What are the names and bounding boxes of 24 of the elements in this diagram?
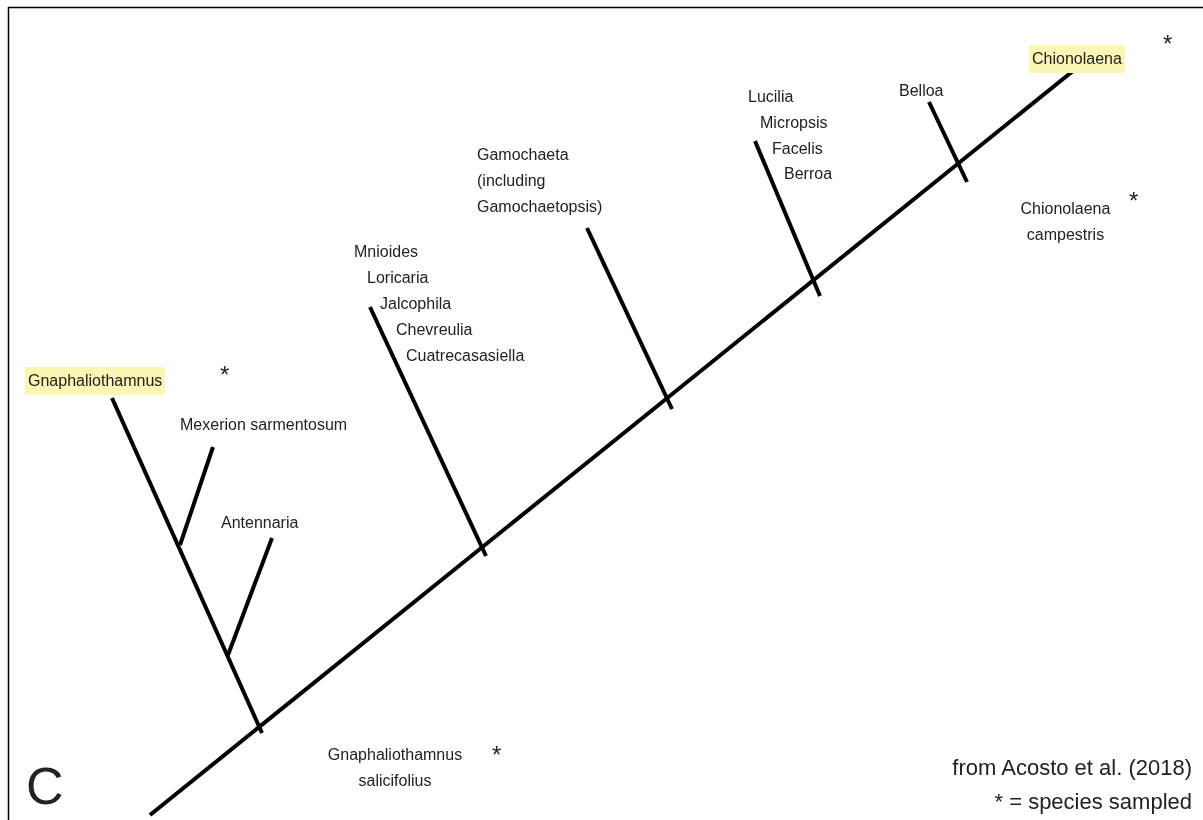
taxon-label: Micropsis [760, 113, 828, 133]
taxon-label: Chevreulia [396, 320, 473, 340]
asterisk-mark: * [1129, 186, 1139, 216]
taxon-label: Lucilia [748, 87, 794, 107]
taxon-label: Gamochaeta (including Gamochaetopsis) [477, 145, 604, 217]
taxon-label: Chionolaena campestris [1019, 199, 1112, 245]
taxon-label: Chionolaena [1029, 45, 1125, 73]
taxon-label: Gnaphaliothamnus [25, 367, 166, 395]
taxon-label: Gnaphaliothamnus salicifolius [326, 745, 464, 791]
taxon-label: Belloa [899, 81, 944, 101]
taxon-label: Loricaria [367, 268, 429, 288]
taxon-label: Mnioides [354, 242, 419, 262]
asterisk-mark: * [220, 360, 230, 390]
legend-note: * = species sampled [993, 788, 1192, 816]
taxon-label: Facelis [772, 139, 823, 159]
taxon-label: Berroa [784, 164, 833, 184]
asterisk-mark: * [492, 740, 502, 770]
taxon-label: Jalcophila [380, 294, 452, 314]
taxon-label: Mexerion sarmentosum [180, 415, 349, 435]
source-note: from Acosto et al. (2018) [951, 754, 1192, 782]
asterisk-mark: * [1163, 29, 1173, 59]
panel-letter: C [26, 758, 64, 814]
taxon-label: Cuatrecasasiella [406, 346, 525, 366]
taxon-label: Antennaria [221, 513, 299, 533]
